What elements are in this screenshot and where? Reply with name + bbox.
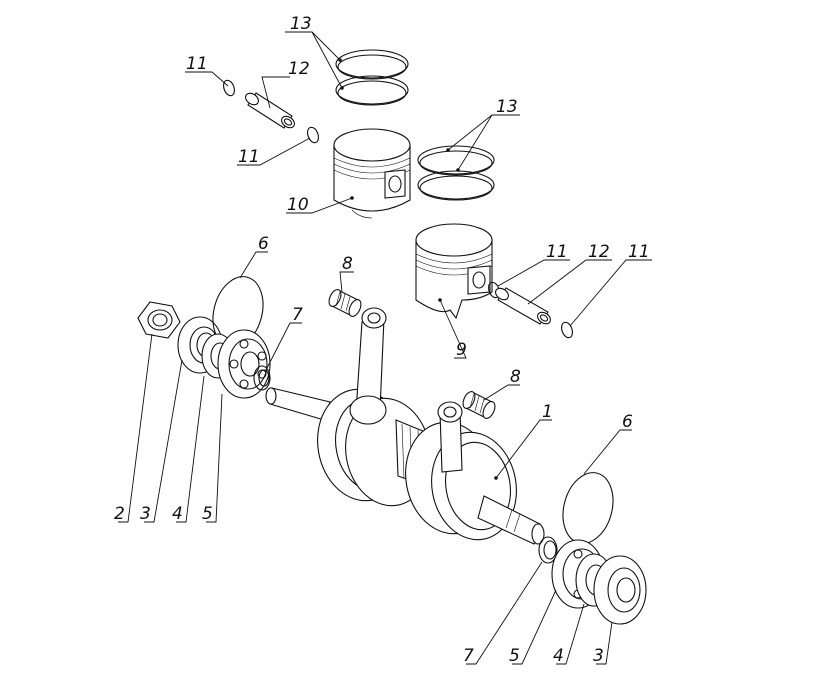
part-labels: 13 11 12 11 10 13 6 8 11 12 11 7 9 8 1 6… (114, 14, 650, 666)
connecting-rod-right (437, 401, 463, 473)
label-12-right: 12 (588, 242, 610, 262)
circlip-top-left (223, 79, 235, 97)
label-7-left: 7 (292, 305, 303, 325)
bearing-5-left (217, 329, 271, 399)
label-11-right-a: 11 (546, 242, 568, 262)
connecting-rod-left (349, 307, 387, 425)
piston-pin-right (495, 287, 551, 325)
label-11-right-b: 11 (628, 242, 650, 262)
label-8-top: 8 (342, 254, 353, 274)
label-13-top: 13 (290, 14, 312, 34)
label-6-left: 6 (258, 234, 269, 254)
seal-3-right (593, 555, 647, 625)
label-4-left: 4 (172, 504, 183, 524)
oring-6-right (562, 472, 614, 544)
nut-2 (137, 301, 181, 339)
ring-7-left (253, 365, 271, 391)
label-1: 1 (542, 402, 553, 422)
needle-bearing-top (328, 289, 362, 317)
label-12-top: 12 (288, 59, 310, 79)
piston-pin-top (245, 92, 295, 129)
label-9: 9 (456, 340, 467, 360)
circlip-right-b (561, 321, 573, 339)
label-11-mid: 11 (238, 147, 260, 167)
label-10: 10 (287, 195, 309, 215)
ring-7-right (538, 536, 558, 564)
label-6-right: 6 (622, 412, 633, 432)
label-3-left: 3 (140, 504, 151, 524)
leader-lines (118, 31, 652, 665)
piston-9 (415, 223, 493, 320)
label-3-right: 3 (593, 646, 604, 666)
label-5-right: 5 (509, 646, 520, 666)
label-7-right: 7 (463, 646, 474, 666)
piston-rings-right (417, 145, 495, 201)
label-11-top: 11 (186, 54, 208, 74)
label-4-right: 4 (553, 646, 564, 666)
circlip-mid-left (307, 126, 319, 144)
needle-bearing-right (462, 391, 496, 419)
label-13-right: 13 (496, 97, 518, 117)
label-5-left: 5 (202, 504, 213, 524)
crankshaft-1 (265, 387, 545, 545)
piston-rings-top (335, 49, 409, 106)
piston-10 (333, 128, 411, 219)
label-8-right: 8 (510, 367, 521, 387)
label-2: 2 (114, 504, 125, 524)
